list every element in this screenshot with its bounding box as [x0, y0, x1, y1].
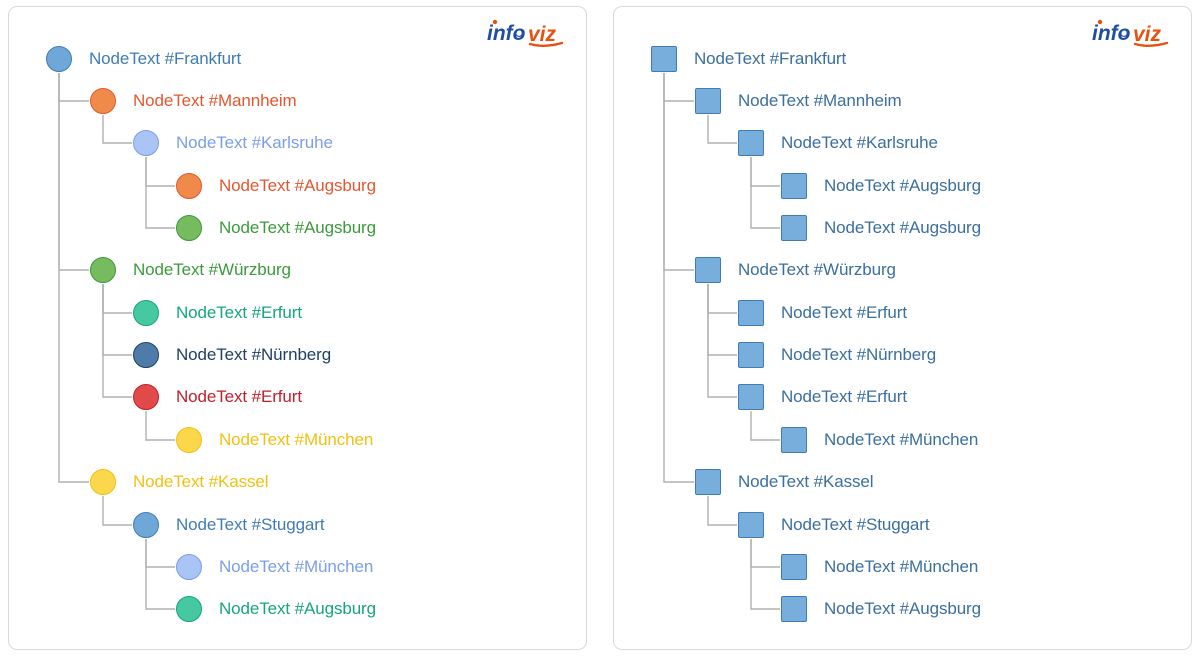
tree-node-square[interactable]: [651, 46, 677, 72]
tree-node-label[interactable]: NodeText #Erfurt: [781, 387, 907, 406]
tree-node-circle[interactable]: [176, 554, 202, 580]
tree-node-label[interactable]: NodeText #Nürnberg: [781, 345, 937, 364]
tree-node-square[interactable]: [781, 554, 807, 580]
tree-node-label[interactable]: NodeText #Kassel: [738, 472, 874, 491]
tree-node-circle[interactable]: [133, 512, 159, 538]
tree-connector-line: [707, 284, 737, 398]
tree-node-label[interactable]: NodeText #Karlsruhe: [176, 133, 333, 152]
tree-node-square[interactable]: [781, 173, 807, 199]
tree-node-label[interactable]: NodeText #Augsburg: [824, 599, 981, 618]
tree-node-circle[interactable]: [176, 596, 202, 622]
tree-node-label[interactable]: NodeText #Stuggart: [176, 515, 325, 534]
tree-connector-line: [102, 115, 132, 144]
tree-connector-line: [102, 496, 132, 526]
tree-connector-line: [145, 539, 175, 568]
tree-connector-line: [145, 157, 175, 187]
tree-node-square[interactable]: [738, 512, 764, 538]
tree-node-label[interactable]: NodeText #Augsburg: [219, 218, 376, 237]
tree-node-label[interactable]: NodeText #Mannheim: [133, 91, 297, 110]
tree-connector-line: [102, 284, 132, 314]
tree-node-square[interactable]: [695, 257, 721, 283]
tree-connector-line: [102, 284, 132, 398]
tree-node-label[interactable]: NodeText #Kassel: [133, 472, 269, 491]
tree-node-circle[interactable]: [46, 46, 72, 72]
tree-connector-line: [58, 73, 89, 271]
tree-connectors: [663, 73, 780, 610]
tree-node-label[interactable]: NodeText #München: [219, 557, 374, 576]
tree-node-square[interactable]: [738, 384, 764, 410]
tree-connectors: [58, 73, 175, 610]
tree-connector-line: [663, 73, 694, 102]
tree-node-circle[interactable]: [133, 384, 159, 410]
tree-node-label[interactable]: NodeText #Nürnberg: [176, 345, 332, 364]
tree-node-square[interactable]: [738, 342, 764, 368]
tree-node-label[interactable]: NodeText #Würzburg: [738, 260, 896, 279]
tree-node-circle[interactable]: [176, 215, 202, 241]
tree-node-circle[interactable]: [133, 300, 159, 326]
tree-node-label[interactable]: NodeText #München: [219, 430, 374, 449]
tree-connector-line: [663, 73, 694, 483]
tree-node-circle[interactable]: [133, 342, 159, 368]
tree-connector-line: [707, 284, 737, 356]
tree-node-square[interactable]: [695, 469, 721, 495]
tree-node-label[interactable]: NodeText #Augsburg: [219, 599, 376, 618]
tree-node-label[interactable]: NodeText #Stuggart: [781, 515, 930, 534]
tree-node-square[interactable]: [738, 300, 764, 326]
tree-node-square[interactable]: [738, 130, 764, 156]
tree-connector-line: [145, 411, 175, 441]
tree-connector-line: [58, 73, 89, 483]
tree-node-label[interactable]: NodeText #Augsburg: [824, 218, 981, 237]
tree-connector-line: [707, 496, 737, 526]
tree-connector-line: [750, 411, 780, 441]
svg-text:info: info: [1092, 22, 1131, 45]
tree-node-label[interactable]: NodeText #Würzburg: [133, 260, 291, 279]
tree-node-label[interactable]: NodeText #München: [824, 557, 979, 576]
tree-connector-line: [750, 539, 780, 610]
tree-node-label[interactable]: NodeText #Karlsruhe: [781, 133, 938, 152]
tree-node-label[interactable]: NodeText #Augsburg: [824, 176, 981, 195]
svg-text:info: info: [487, 22, 526, 45]
tree-node-square[interactable]: [781, 427, 807, 453]
tree-node-circle[interactable]: [176, 173, 202, 199]
tree-node-circle[interactable]: [176, 427, 202, 453]
tree-connector-line: [145, 539, 175, 610]
tree-connector-line: [707, 284, 737, 314]
tree-node-square[interactable]: [695, 88, 721, 114]
tree-node-label[interactable]: NodeText #Frankfurt: [694, 49, 847, 68]
tree-connector-line: [663, 73, 694, 271]
tree-node-square[interactable]: [781, 215, 807, 241]
tree-node-circle[interactable]: [90, 88, 116, 114]
tree-node-label[interactable]: NodeText #Erfurt: [176, 303, 302, 322]
tree-node-label[interactable]: NodeText #Mannheim: [738, 91, 902, 110]
tree-connector-line: [145, 157, 175, 229]
svg-text:viz: viz: [1133, 23, 1162, 46]
tree-connector-line: [58, 73, 89, 102]
tree-connector-line: [750, 157, 780, 229]
tree-node-label[interactable]: NodeText #Erfurt: [176, 387, 302, 406]
tree-connector-line: [750, 157, 780, 187]
tree-node-label[interactable]: NodeText #München: [824, 430, 979, 449]
tree-node-label[interactable]: NodeText #Augsburg: [219, 176, 376, 195]
infoviz-logo: info viz: [486, 17, 572, 47]
tree-node-circle[interactable]: [133, 130, 159, 156]
tree-connector-line: [750, 539, 780, 568]
tree-node-square[interactable]: [781, 596, 807, 622]
tree-node-circle[interactable]: [90, 257, 116, 283]
tree-connector-line: [102, 284, 132, 356]
tree-connector-line: [707, 115, 737, 144]
tree-node-label[interactable]: NodeText #Erfurt: [781, 303, 907, 322]
svg-text:viz: viz: [528, 23, 557, 46]
tree-node-label[interactable]: NodeText #Frankfurt: [89, 49, 242, 68]
tree-node-circle[interactable]: [90, 469, 116, 495]
infoviz-logo: info viz: [1091, 17, 1177, 47]
